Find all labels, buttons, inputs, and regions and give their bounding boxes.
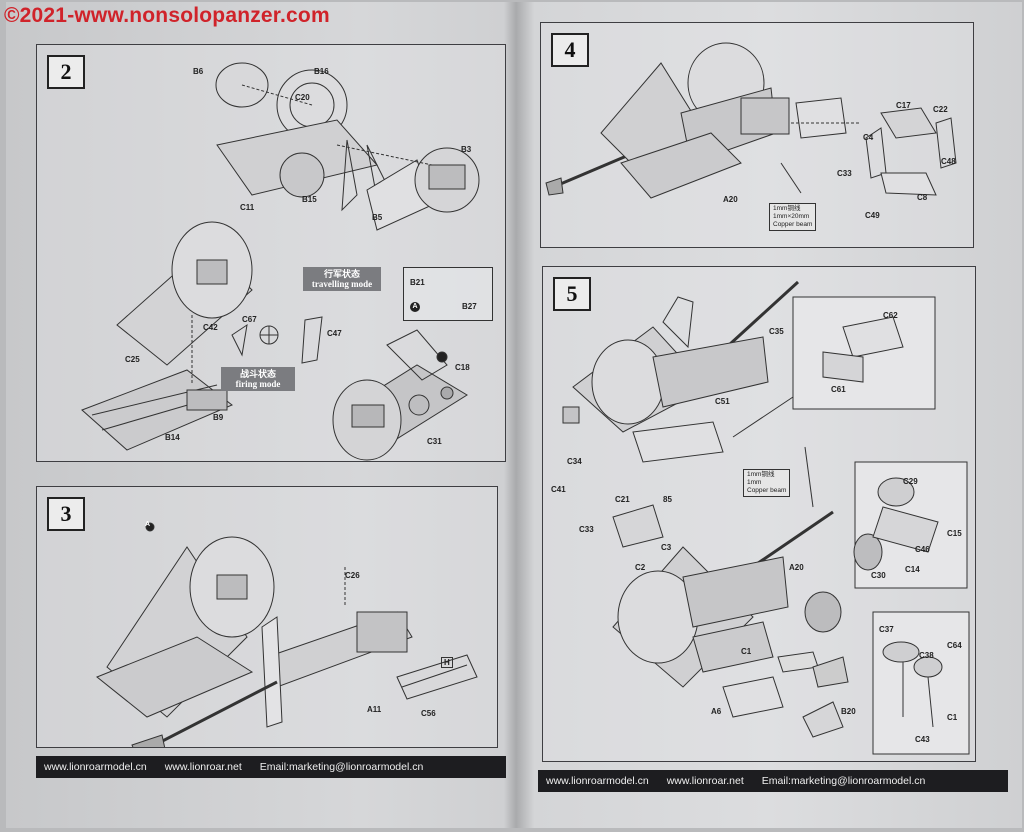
part-label: C33 [579, 525, 594, 534]
part-label: C11 [240, 203, 255, 212]
step-5-panel: 5 [542, 266, 976, 762]
beam-note-line: 1mm铜线 [773, 205, 801, 212]
part-label: C3 [661, 543, 672, 552]
part-label: C62 [883, 311, 898, 320]
part-label: C8 [917, 193, 928, 202]
part-label: C25 [125, 355, 140, 364]
part-label: C51 [715, 397, 730, 406]
footer-email[interactable]: Email:marketing@lionroarmodel.cn [259, 761, 424, 773]
beam-note-line: Copper beam [747, 487, 787, 494]
step-3-number: 3 [47, 497, 85, 531]
part-label: B15 [302, 195, 317, 204]
part-label: A20 [723, 195, 738, 204]
footer-email[interactable]: Email:marketing@lionroarmodel.cn [761, 775, 926, 787]
step-5-copper-beam-note: 1mm铜线 1mm Copper beam [743, 469, 791, 497]
part-label: C21 [615, 495, 630, 504]
reference-marker-a: A [145, 521, 151, 528]
firing-mode-cn: 战斗状态 [239, 369, 276, 379]
watermark-text: ©2021-www.nonsolopanzer.com [4, 4, 330, 27]
part-label: C35 [769, 327, 784, 336]
step-2-inset-detail: B21 B27 A [403, 267, 493, 321]
footer-website-cn[interactable]: www.lionroarmodel.cn [44, 761, 147, 773]
part-label: C61 [831, 385, 846, 394]
instruction-booklet-spread: 2 [6, 2, 1022, 828]
step-2-number: 2 [47, 55, 85, 89]
part-label: C67 [242, 315, 257, 324]
left-page-footer: www.lionroarmodel.cn www.lionroar.net Em… [36, 756, 506, 778]
step-3-diagram [96, 522, 478, 747]
beam-note-line: 1mm铜线 [747, 471, 775, 478]
beam-note-line: 1mm [747, 479, 762, 486]
step-5-diagram [562, 280, 970, 755]
travelling-mode-callout: 行军状态 travelling mode [303, 267, 381, 291]
part-label: C49 [865, 211, 880, 220]
part-label: B21 [410, 278, 425, 287]
step-2-panel: 2 [36, 44, 506, 462]
step-4-panel: 4 C17 [540, 22, 974, 248]
step-3-panel: 3 A C26 [36, 486, 498, 748]
left-page: 2 [6, 2, 510, 828]
step-4-diagram [545, 42, 957, 199]
part-label: B9 [213, 413, 224, 422]
beam-note-line: Copper beam [773, 221, 813, 228]
part-label: B6 [193, 67, 204, 76]
part-label: C15 [947, 529, 962, 538]
part-label: A20 [789, 563, 804, 572]
part-label: C18 [455, 363, 470, 372]
part-label: C56 [421, 709, 436, 718]
part-label: C1 [741, 647, 752, 656]
part-label: C37 [879, 625, 894, 634]
step-2-diagram [81, 62, 480, 461]
part-label: A11 [367, 705, 382, 714]
step-4-number: 4 [551, 33, 589, 67]
firing-mode-en: firing mode [235, 379, 281, 389]
part-label: C29 [903, 477, 918, 486]
beam-note-line: 1mm×20mm [773, 213, 810, 220]
part-label: C64 [947, 641, 962, 650]
part-label: B14 [165, 433, 180, 442]
part-label: C41 [551, 485, 566, 494]
travelling-mode-cn: 行军状态 [323, 269, 360, 279]
part-label: C34 [567, 457, 582, 466]
right-page-footer: www.lionroarmodel.cn www.lionroar.net Em… [538, 770, 1008, 792]
part-label: C47 [327, 329, 342, 338]
part-label: C48 [941, 157, 956, 166]
travelling-mode-en: travelling mode [311, 279, 373, 289]
footer-website-net[interactable]: www.lionroar.net [164, 761, 242, 773]
part-label: C20 [295, 93, 310, 102]
step-4-copper-beam-note: 1mm铜线 1mm×20mm Copper beam [769, 203, 817, 231]
part-label: C31 [427, 437, 442, 446]
part-label: C1 [947, 713, 958, 722]
part-label: A6 [711, 707, 722, 716]
right-page: 4 C17 [518, 2, 1022, 828]
part-label: B16 [314, 67, 329, 76]
part-label: C33 [837, 169, 852, 178]
footer-website-net[interactable]: www.lionroar.net [666, 775, 744, 787]
footer-website-cn[interactable]: www.lionroarmodel.cn [546, 775, 649, 787]
part-label: C4 [863, 133, 874, 142]
part-label: C30 [871, 571, 886, 580]
part-label: C42 [203, 323, 218, 332]
part-label: C22 [933, 105, 948, 114]
part-label: C26 [345, 571, 360, 580]
part-label: B3 [461, 145, 472, 154]
part-label: C17 [896, 101, 911, 110]
part-label: H [441, 657, 453, 668]
reference-marker-a: A [410, 302, 420, 312]
part-label: C2 [635, 563, 646, 572]
part-label: 85 [663, 495, 672, 504]
part-label: C14 [905, 565, 920, 574]
part-label: B20 [841, 707, 856, 716]
part-label: B5 [372, 213, 383, 222]
firing-mode-callout: 战斗状态 firing mode [221, 367, 295, 391]
part-label: C43 [915, 735, 930, 744]
step-5-number: 5 [553, 277, 591, 311]
part-label: B27 [462, 302, 477, 311]
part-label: C38 [919, 651, 934, 660]
part-label: C46 [915, 545, 930, 554]
